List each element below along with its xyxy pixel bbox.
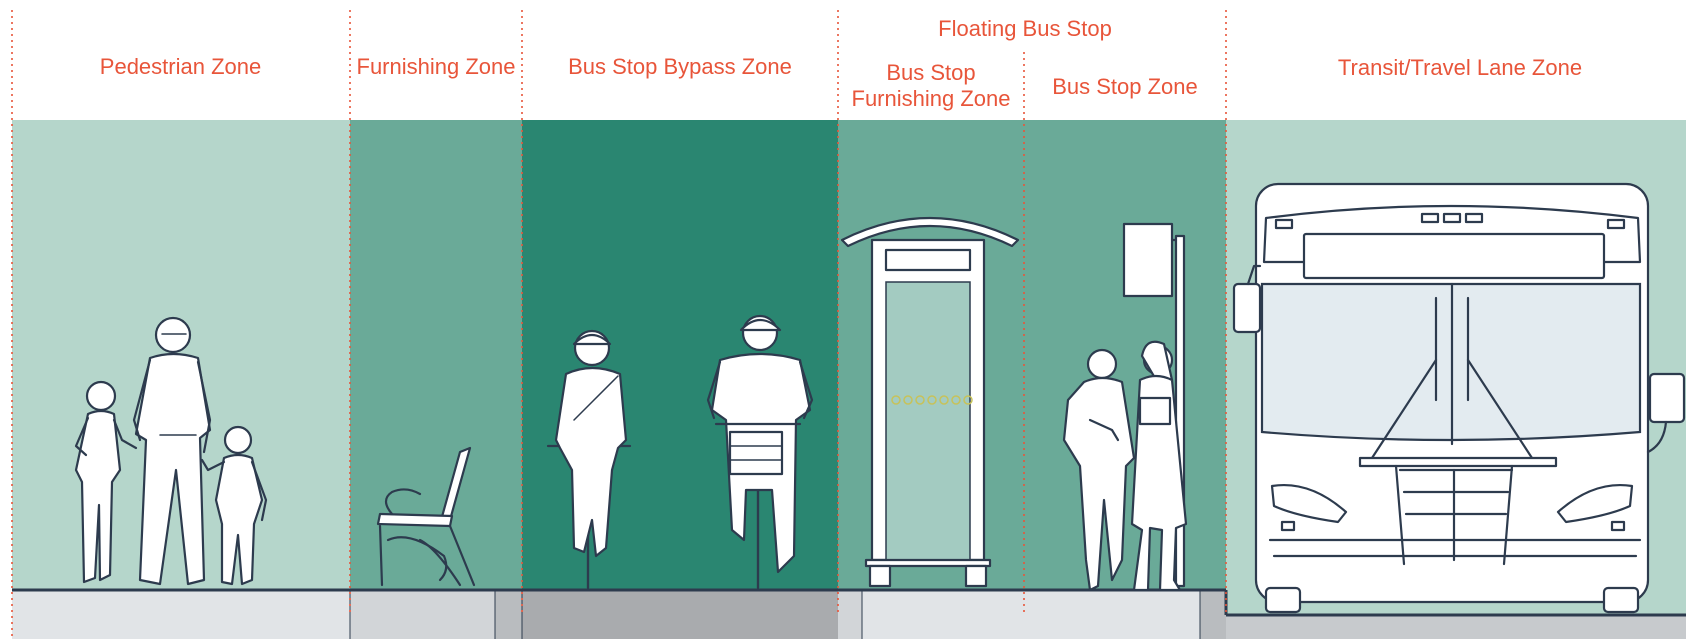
bus-stop-zone-label: Bus Stop Zone xyxy=(1052,74,1198,99)
person-icon xyxy=(132,316,212,586)
zone-dividers xyxy=(11,10,1227,639)
furnishing-zone-label: Furnishing Zone xyxy=(356,54,516,79)
person-icon xyxy=(200,425,268,586)
bus-stop-furnishing-zone-label-line1: Bus Stop xyxy=(886,60,976,85)
person-icon xyxy=(74,380,138,584)
bicycle-icon xyxy=(546,329,632,590)
person-icon xyxy=(1062,348,1136,592)
pedestrian-zone-label: Pedestrian Zone xyxy=(99,54,262,79)
person-icon xyxy=(1130,340,1188,592)
curb-ground xyxy=(12,588,1686,639)
bus-icon xyxy=(1232,182,1686,614)
bus-shelter-icon xyxy=(840,216,1020,588)
stop-zone-band xyxy=(1024,120,1226,590)
furnishing-zone-band xyxy=(350,120,522,590)
bus-stop-furnishing-zone-label-line2: Furnishing Zone xyxy=(851,86,1011,111)
bus-stop-furnishing-zone-label: Bus Stop Furnishing Zone xyxy=(840,60,1022,112)
bench-icon xyxy=(376,446,476,587)
bypass-zone-label: Bus Stop Bypass Zone xyxy=(568,54,792,79)
bus-stop-sign-icon xyxy=(1122,222,1186,588)
bicycle-icon xyxy=(706,314,814,590)
floating-bus-stop-title: Floating Bus Stop xyxy=(938,16,1112,41)
transit-zone-label: Transit/Travel Lane Zone xyxy=(1337,55,1583,80)
